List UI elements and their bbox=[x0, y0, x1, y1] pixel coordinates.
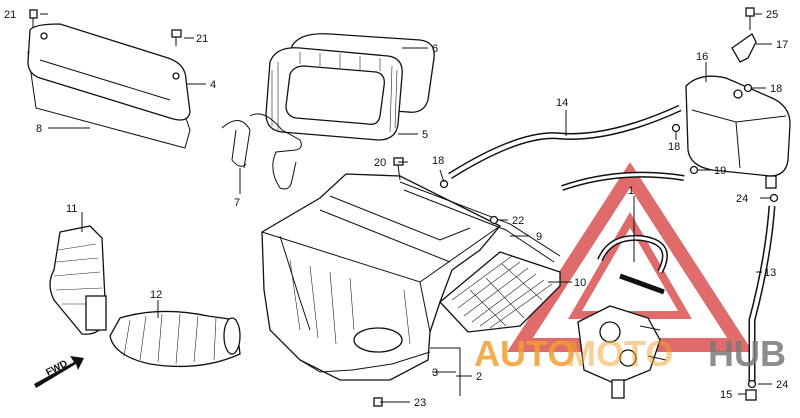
callout-labels: 21 21 4 8 6 5 7 11 12 20 18 22 9 10 14 1… bbox=[4, 9, 788, 409]
callout-23: 23 bbox=[414, 397, 426, 409]
screw-21-right bbox=[171, 29, 182, 46]
clip-24-bottom bbox=[747, 379, 757, 389]
callout-14: 14 bbox=[556, 97, 568, 109]
callout-10: 10 bbox=[574, 277, 586, 289]
part-1-hose-assembly bbox=[561, 171, 685, 295]
part-12-connecting-tube bbox=[109, 310, 241, 368]
callout-4: 4 bbox=[210, 79, 216, 91]
callout-9: 9 bbox=[536, 231, 542, 243]
callout-5: 5 bbox=[422, 129, 428, 141]
callout-17: 17 bbox=[776, 39, 788, 51]
callout-3: 3 bbox=[432, 367, 438, 379]
clip-18-right bbox=[743, 83, 753, 93]
callout-18-tank: 18 bbox=[668, 141, 680, 153]
part-5-air-filter-element bbox=[265, 47, 403, 141]
callout-20: 20 bbox=[374, 157, 386, 169]
fwd-arrow bbox=[34, 356, 84, 388]
callout-16: 16 bbox=[696, 51, 708, 63]
leader-lines bbox=[40, 13, 772, 403]
callout-24-bottom: 24 bbox=[776, 379, 788, 391]
part-13-drain-tube bbox=[748, 205, 776, 382]
part-7-clip bbox=[221, 113, 302, 190]
part-4-cover bbox=[27, 23, 191, 121]
callout-11: 11 bbox=[66, 203, 77, 215]
callout-19: 19 bbox=[714, 165, 726, 177]
callout-8: 8 bbox=[36, 123, 42, 135]
part-17-bracket bbox=[731, 33, 757, 63]
callout-18-hose: 18 bbox=[432, 155, 444, 167]
plug-15 bbox=[745, 389, 757, 401]
callout-2: 2 bbox=[476, 371, 482, 383]
callout-13: 13 bbox=[764, 267, 776, 279]
part-16-reservoir-tank bbox=[685, 75, 791, 189]
callout-21-left: 21 bbox=[4, 9, 16, 21]
callout-1: 1 bbox=[628, 185, 634, 197]
part-9-frame bbox=[399, 181, 561, 263]
part-14-breather-hose bbox=[448, 104, 682, 179]
carburetor bbox=[577, 305, 667, 399]
watermark-text: AUTO MOTO HUB bbox=[474, 333, 786, 374]
bolt-25 bbox=[745, 7, 755, 30]
callout-22: 22 bbox=[512, 215, 524, 227]
clip-18-tank bbox=[671, 123, 681, 133]
clip-22 bbox=[489, 215, 499, 225]
clip-19 bbox=[689, 165, 699, 175]
callout-25: 25 bbox=[766, 9, 778, 21]
callout-7: 7 bbox=[234, 197, 240, 209]
callout-12: 12 bbox=[150, 289, 162, 301]
screw-21-left bbox=[29, 9, 38, 28]
watermark-hub: HUB bbox=[708, 333, 786, 374]
callout-15: 15 bbox=[720, 389, 732, 401]
part-11-intake-duct bbox=[49, 225, 107, 335]
callout-24-top: 24 bbox=[736, 193, 748, 205]
part-10-screen bbox=[439, 251, 561, 333]
callout-21-right: 21 bbox=[196, 33, 208, 45]
callout-18-right: 18 bbox=[770, 83, 782, 95]
callout-6: 6 bbox=[432, 43, 438, 55]
part-3-air-cleaner-case bbox=[261, 173, 502, 381]
watermark-moto: MOTO bbox=[566, 333, 673, 374]
clip-24-top bbox=[769, 193, 779, 203]
watermark-auto: AUTO bbox=[474, 333, 575, 374]
fwd-label: FWD bbox=[44, 358, 69, 378]
